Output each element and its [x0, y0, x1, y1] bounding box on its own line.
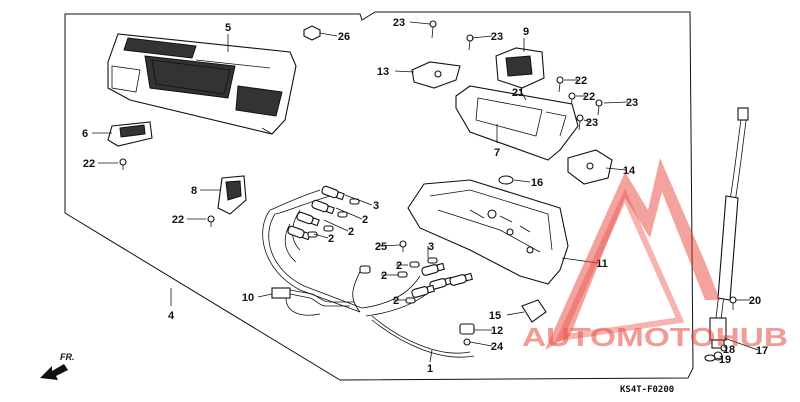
front-direction-arrow: FR. — [40, 352, 75, 380]
indicator-lens — [107, 121, 153, 147]
callout-c6: 6 — [82, 128, 88, 140]
nut — [303, 25, 321, 41]
callout-c2a: 2 — [362, 214, 368, 226]
grommet — [498, 175, 514, 185]
callout-c4: 4 — [168, 310, 175, 322]
callout-c23b: 23 — [491, 31, 503, 43]
indicator-housing — [217, 175, 247, 215]
callout-c19: 19 — [719, 354, 731, 366]
callout-c16: 16 — [531, 177, 543, 189]
circuit-board — [455, 85, 579, 161]
callout-c22b: 22 — [172, 214, 184, 226]
direction-label: FR. — [60, 352, 75, 362]
callout-c20: 20 — [749, 295, 761, 307]
diagram-code: KS4T-F0200 — [620, 385, 674, 395]
callout-c24: 24 — [491, 341, 504, 353]
callout-c26: 26 — [338, 31, 350, 43]
callout-c12: 12 — [491, 325, 503, 337]
callout-c22a: 22 — [83, 158, 95, 170]
callout-c3a: 3 — [373, 200, 379, 212]
callout-c2b: 2 — [348, 226, 354, 238]
callout-c9: 9 — [523, 26, 529, 38]
meter-lower-case — [407, 179, 569, 285]
callout-c21: 21 — [512, 87, 524, 99]
callout-c17: 17 — [756, 345, 768, 357]
gear-18 — [720, 344, 728, 352]
watermark-logo — [545, 158, 720, 350]
callout-c22d: 22 — [583, 91, 595, 103]
washer-19 — [704, 354, 716, 362]
callout-c18: 18 — [723, 344, 735, 356]
callout-c23d: 23 — [586, 117, 598, 129]
callout-c2f: 2 — [393, 295, 399, 307]
connector-9 — [495, 47, 545, 89]
callout-c23c: 23 — [626, 97, 638, 109]
callout-c7: 7 — [494, 147, 500, 159]
watermark-text: AUTOMOTOHUB — [522, 322, 788, 352]
clamp-15 — [521, 299, 547, 323]
callout-labels: 1222222334567891011121314151617181920212… — [82, 17, 768, 375]
meter-upper-case — [107, 33, 297, 135]
callout-c10: 10 — [242, 292, 254, 304]
assembly-boundary — [64, 11, 694, 381]
callout-c22c: 22 — [575, 75, 587, 87]
watermark: AUTOMOTOHUB — [522, 158, 788, 352]
callout-c2c: 2 — [328, 233, 334, 245]
callout-c23a: 23 — [393, 17, 405, 29]
callout-c13: 13 — [377, 66, 389, 78]
callout-c15: 15 — [489, 310, 501, 322]
callout-c11: 11 — [596, 258, 608, 270]
callout-c25: 25 — [375, 241, 387, 253]
retainer-12 — [459, 323, 475, 346]
speedometer-cable — [709, 107, 749, 361]
leader-lines — [92, 21, 759, 363]
bulb-sockets — [287, 185, 473, 304]
callout-c14: 14 — [623, 165, 636, 177]
callout-c2e: 2 — [381, 270, 387, 282]
callout-c8: 8 — [191, 185, 197, 197]
sub-harness-10 — [271, 287, 354, 316]
callout-c5: 5 — [225, 22, 231, 34]
callout-c3b: 3 — [428, 241, 434, 253]
callout-c2d: 2 — [396, 260, 402, 272]
callout-c1: 1 — [427, 363, 433, 375]
